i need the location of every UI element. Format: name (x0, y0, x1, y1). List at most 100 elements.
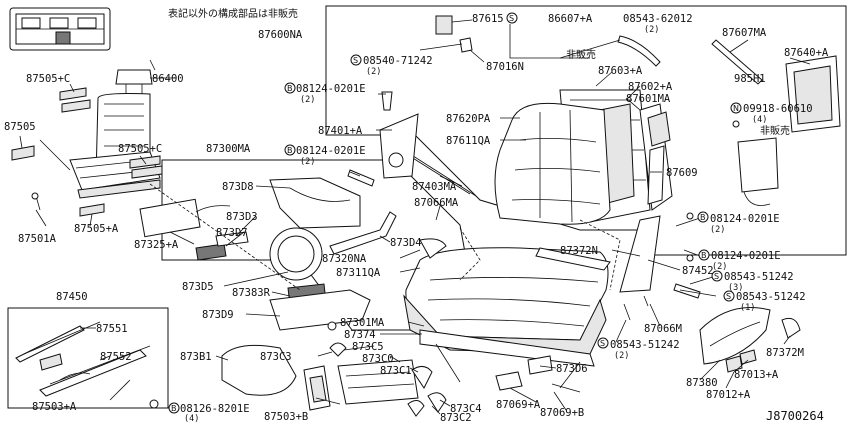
n-mark-1: N (730, 102, 742, 114)
label-87611QA: 87611QA (446, 135, 491, 147)
header-note: 表記以外の構成部品は非販売 (168, 7, 298, 20)
note-hihanbai-1: 非販売 (566, 48, 596, 61)
qty-08543-51242-c: (2) (614, 351, 629, 361)
label-873C4: 873C4 (450, 403, 482, 415)
s-mark-4: S (723, 290, 735, 302)
label-87403MA: 87403MA (412, 181, 457, 193)
slide-rail-group-box (7, 307, 169, 409)
label-08124-0201E-d: 08124-0201E (711, 250, 781, 262)
seatback-group-box (325, 5, 847, 256)
svg-text:B: B (287, 84, 293, 93)
label-87551: 87551 (96, 323, 128, 335)
label-873D6: 873D6 (556, 363, 588, 375)
label-08543-51242-a: 08543-51242 (724, 271, 794, 283)
seatback-accessories (399, 15, 841, 293)
b-mark-4: B (698, 249, 710, 261)
note-hihanbai-2: 非販売 (760, 124, 790, 137)
label-87503B: 87503+B (264, 411, 308, 423)
qty-08124-0201E-c: (2) (710, 225, 725, 235)
label-87300MA: 87300MA (206, 143, 251, 155)
label-873D8: 873D8 (222, 181, 254, 193)
label-87505: 87505 (4, 121, 36, 133)
s-mark-2: S (350, 54, 362, 66)
label-08124-0201E-c: 08124-0201E (710, 213, 780, 225)
label-87640A: 87640+A (784, 47, 829, 59)
label-08126-8201E: 08126-8201E (180, 403, 250, 415)
label-87600NA: 87600NA (258, 29, 303, 41)
label-87069A: 87069+A (496, 399, 541, 411)
svg-text:S: S (726, 292, 731, 301)
s-mark-5: S (597, 337, 609, 349)
recliner-mechanism (347, 91, 419, 187)
label-87066M: 87066M (644, 323, 682, 335)
label-09918-60610: 09918-60610 (743, 103, 813, 115)
label-08124-0201E-b: 08124-0201E (296, 145, 366, 157)
label-87311QA: 87311QA (336, 267, 381, 279)
svg-text:S: S (600, 339, 605, 348)
svg-text:B: B (700, 213, 706, 222)
label-87615: 87615 (472, 13, 504, 25)
svg-text:B: B (287, 146, 293, 155)
svg-text:S: S (509, 14, 514, 23)
bottom-center-parts (221, 321, 581, 417)
label-87452: 87452 (682, 265, 714, 277)
label-87325A: 87325+A (134, 239, 179, 251)
label-87450: 87450 (56, 291, 88, 303)
svg-text:B: B (171, 404, 177, 413)
label-08540-71242: 08540-71242 (363, 55, 433, 67)
thumbnail-box (9, 7, 111, 51)
label-87069B: 87069+B (540, 407, 584, 419)
label-86607A: 86607+A (548, 13, 593, 25)
label-87320NA: 87320NA (322, 253, 367, 265)
part-labels: 表記以外の構成部品は非販売 87600NA 87615 86607+A 0854… (4, 7, 829, 424)
b-mark-3: B (697, 211, 709, 223)
label-87620PA: 87620PA (446, 113, 491, 125)
qty-08543-51242-a: (3) (728, 283, 743, 293)
label-873C2: 873C2 (440, 412, 472, 424)
label-87383R: 87383R (232, 287, 271, 299)
label-87013A: 87013+A (734, 369, 779, 381)
label-985H1: 985H1 (734, 73, 766, 85)
label-87505C-b: 87505+C (118, 143, 162, 155)
b-mark-5: B (168, 402, 180, 414)
seatback-pad (494, 102, 611, 225)
qty-08124-0201E-b: (2) (300, 157, 315, 167)
label-873C5: 873C5 (352, 341, 384, 353)
s-mark-1: S (506, 12, 518, 24)
s-mark-3: S (711, 270, 723, 282)
label-87503A: 87503+A (32, 401, 77, 413)
vehicle-thumbnail (15, 13, 105, 45)
label-87016N: 87016N (486, 61, 524, 73)
label-87609: 87609 (666, 167, 698, 179)
b-mark-2: B (284, 144, 296, 156)
label-87602A: 87602+A (628, 81, 673, 93)
small-covers-left (11, 87, 163, 217)
label-87552: 87552 (100, 351, 132, 363)
right-side-parts (623, 120, 801, 373)
label-87372M: 87372M (766, 347, 804, 359)
label-08543-51242-b: 08543-51242 (736, 291, 806, 303)
circle-marks: S S B B N B B S S S B (168, 12, 742, 414)
label-86400: 86400 (152, 73, 184, 85)
qty-08540-71242: (2) (366, 67, 381, 77)
label-87301MA: 87301MA (340, 317, 385, 329)
qty-08543-62012: (2) (644, 25, 659, 35)
reference-code: J8700264 (766, 409, 824, 423)
label-873B1: 873B1 (180, 351, 212, 363)
label-87374: 87374 (344, 329, 376, 341)
label-87066MA: 87066MA (414, 197, 459, 209)
label-873D5: 873D5 (182, 281, 214, 293)
label-873D3: 873D3 (226, 211, 258, 223)
label-08543-62012: 08543-62012 (623, 13, 693, 25)
label-873C1: 873C1 (380, 365, 412, 377)
label-87601MA: 87601MA (626, 93, 671, 105)
label-873C0: 873C0 (362, 353, 394, 365)
label-87501A: 87501A (18, 233, 57, 245)
qty-08124-0201E-d: (2) (712, 262, 727, 272)
label-87401A: 87401+A (318, 125, 363, 137)
label-87607MA: 87607MA (722, 27, 767, 39)
qty-08543-51242-b: (1) (740, 303, 755, 313)
label-87505A: 87505+A (74, 223, 119, 235)
